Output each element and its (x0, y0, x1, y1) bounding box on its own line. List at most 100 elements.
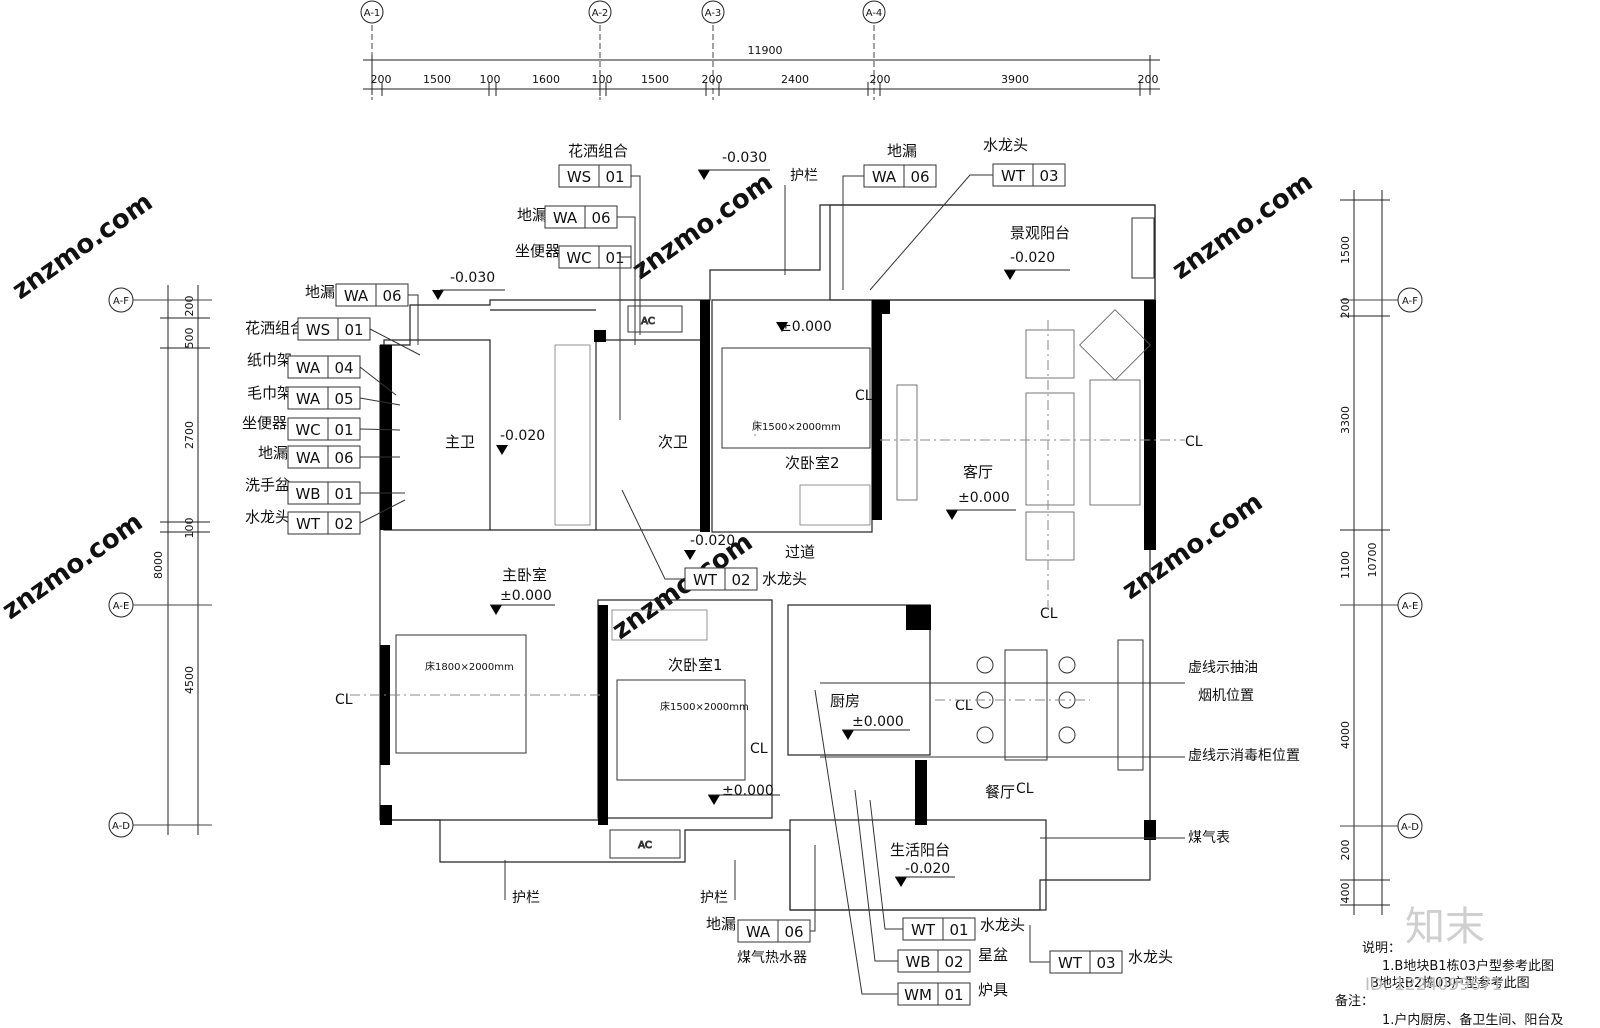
svg-text:01: 01 (605, 249, 624, 267)
svg-text:毛巾架: 毛巾架 (247, 384, 292, 402)
left-dimensions: 8000 200 500 2700 100 4500 (152, 285, 210, 835)
svg-text:A-1: A-1 (364, 8, 381, 19)
tag-wa04-left: 纸巾架 WA 04 (247, 351, 397, 396)
svg-text:05: 05 (334, 390, 353, 408)
svg-text:A-2: A-2 (592, 8, 609, 19)
dim-top: 1500 (641, 73, 669, 86)
right-axis-bubbles: A-F A-E A-D (1340, 287, 1423, 839)
svg-text:06: 06 (910, 168, 929, 186)
bed-label-master: 床1800×2000mm (425, 660, 514, 673)
svg-text:水龙头: 水龙头 (983, 136, 1028, 154)
cl-mark: CL (1016, 781, 1034, 797)
axis-bubble-ad-right: A-D (1340, 813, 1423, 839)
svg-text:A-D: A-D (1401, 822, 1419, 833)
top-axis-bubbles: A-1 A-2 A-3 A-4 (360, 0, 886, 100)
svg-text:03: 03 (1039, 167, 1058, 185)
label-hood-line2: 烟机位置 (1198, 688, 1254, 704)
bed-label-bedroom2: 床1500×2000mm (752, 420, 841, 433)
svg-text:04: 04 (334, 359, 353, 377)
label-sterilizer: 虚线示消毒柜位置 (1188, 748, 1300, 764)
tag-wm01-bottom: WM 01 炉具 (814, 689, 1008, 1006)
dim-right: 200 (1339, 840, 1352, 861)
dining-table (976, 639, 1144, 771)
svg-text:±0.000: ±0.000 (780, 319, 832, 335)
svg-text:花洒组合: 花洒组合 (245, 319, 305, 337)
dim-left: 4500 (183, 666, 196, 694)
tag-wa06-top: 地漏 WA 06 (517, 205, 636, 345)
dim-top: 100 (480, 73, 501, 86)
svg-text:06: 06 (784, 923, 803, 941)
elevations: -0.030 -0.030 -0.020 -0.020 ±0.000 ±0.00… (432, 150, 1070, 887)
room-names: 主卫 次卫 次卧室2 客厅 过道 主卧室 次卧室1 厨房 餐厅 生活阳台 景观阳… (445, 224, 1070, 859)
kitchen-outline (787, 604, 931, 756)
tag-wt01-bottom: WT 01 水龙头 (869, 799, 1025, 941)
svg-text:坐便器: 坐便器 (242, 414, 287, 432)
dim-right: 3300 (1339, 406, 1352, 434)
watermark-text: znzmo.com (7, 187, 159, 306)
axis-bubble-af-right: A-F (1340, 287, 1423, 313)
svg-text:01: 01 (334, 421, 353, 439)
svg-text:A-4: A-4 (866, 8, 883, 19)
svg-text:06: 06 (591, 209, 610, 227)
watermark-text: znzmo.com (627, 167, 779, 286)
view-balcony-outline (829, 204, 1156, 301)
dim-right: 1100 (1339, 551, 1352, 579)
svg-text:WT: WT (1001, 167, 1026, 185)
svg-text:A-3: A-3 (705, 8, 722, 19)
svg-text:06: 06 (382, 287, 401, 305)
svg-text:WT: WT (1058, 954, 1083, 972)
svg-text:洗手盆: 洗手盆 (245, 476, 290, 494)
axis-bubble-ad-left: A-D (108, 812, 212, 838)
axis-bubble-a4: A-4 (862, 0, 886, 100)
svg-text:WA: WA (553, 209, 578, 227)
ac-units: AC AC (609, 217, 1155, 859)
bed-bedroom2 (721, 347, 871, 449)
svg-text:AC: AC (641, 316, 655, 327)
dim-top: 1500 (423, 73, 451, 86)
svg-text:水龙头: 水龙头 (1128, 948, 1173, 966)
wardrobes (554, 344, 871, 641)
svg-text:01: 01 (334, 485, 353, 503)
bed-master (395, 634, 527, 754)
svg-text:WA: WA (296, 359, 321, 377)
label-guardrail-bottom-left: 护栏 (512, 890, 540, 906)
svg-text:01: 01 (949, 921, 968, 939)
walls (379, 204, 1156, 911)
svg-text:A-F: A-F (113, 296, 129, 307)
room-master-bed: 主卧室 (502, 566, 547, 584)
dim-top: 3900 (1001, 73, 1029, 86)
svg-text:地漏: 地漏 (706, 915, 736, 933)
dim-left: 100 (183, 518, 196, 539)
notes-title: 说明： (1362, 941, 1401, 956)
svg-text:-0.020: -0.020 (690, 533, 735, 549)
svg-text:WT: WT (693, 571, 718, 589)
tag-ws01-left: 花洒组合 WS 01 (245, 317, 421, 356)
label-hood-line1: 虚线示抽油 (1188, 660, 1258, 676)
svg-text:WA: WA (344, 287, 369, 305)
svg-text:WS: WS (306, 321, 330, 339)
svg-text:WC: WC (566, 249, 591, 267)
svg-text:02: 02 (731, 571, 750, 589)
tag-wa06-bottom: 地漏 WA 06 (706, 845, 816, 943)
dim-right: 400 (1339, 883, 1352, 904)
room-master-bath: 主卫 (445, 433, 475, 451)
dim-top: 200 (702, 73, 723, 86)
svg-text:-0.020: -0.020 (905, 861, 950, 877)
axis-bubble-ae-right: A-E (1340, 592, 1423, 618)
dim-top: 1600 (532, 73, 560, 86)
svg-text:±0.000: ±0.000 (958, 490, 1010, 506)
tag-wc01-left: 坐便器 WC 01 (242, 414, 401, 441)
brand-logo: 知末 (1405, 904, 1485, 950)
id-watermark: ID: 1224099671 (1365, 975, 1502, 995)
svg-text:A-E: A-E (113, 601, 130, 612)
svg-text:A-E: A-E (1402, 601, 1419, 612)
cl-mark: CL (750, 741, 768, 757)
tag-wt03-balcony: 水龙头 WT 03 (869, 136, 1066, 291)
tag-wt03-bottom: WT 03 水龙头 (1029, 925, 1173, 974)
svg-text:-0.020: -0.020 (1010, 250, 1055, 266)
svg-text:A-D: A-D (112, 821, 130, 832)
svg-text:地漏: 地漏 (517, 206, 547, 224)
svg-text:WA: WA (296, 449, 321, 467)
svg-text:03: 03 (1096, 954, 1115, 972)
